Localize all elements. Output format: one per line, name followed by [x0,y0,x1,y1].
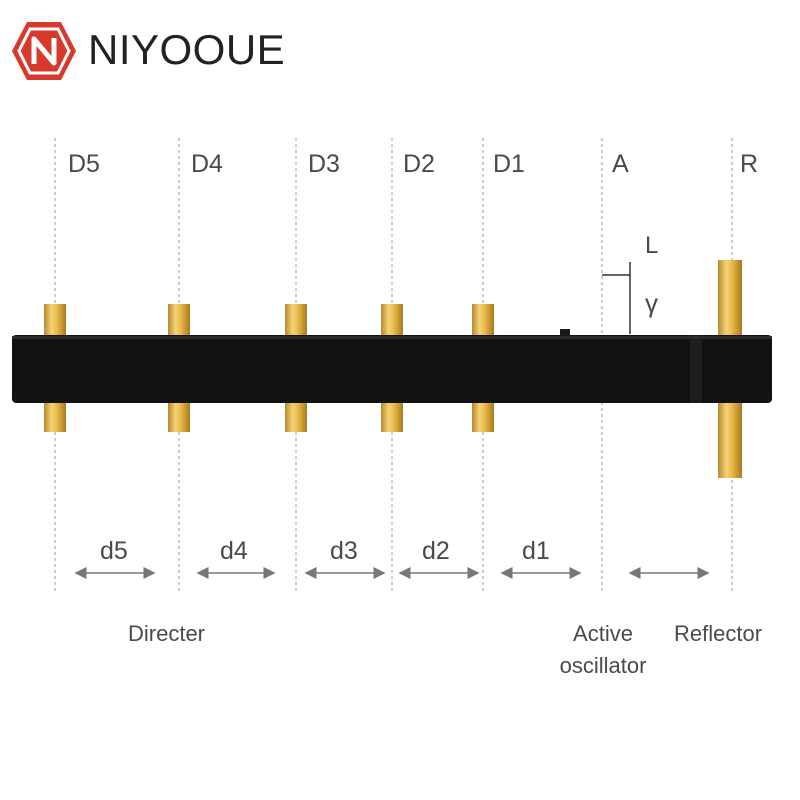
caption-director: Directer [128,621,206,646]
spacing-label-d1: d1 [522,537,550,565]
spacing-label-d5: d5 [100,537,128,565]
rod-d4-bottom [168,398,190,432]
active-element-bracket [602,262,631,334]
rod-d3-top [285,304,307,340]
boom-joint [690,335,702,403]
column-label-d4: D4 [191,150,223,178]
column-label-r: R [740,150,759,178]
rod-d3-bottom [285,398,307,432]
caption-reflector: Reflector [674,621,763,646]
boom [12,335,772,403]
rod-d2-top [381,304,403,340]
spacing-label-d2: d2 [422,537,450,565]
hexagon-n-logo-icon [12,22,76,80]
rod-d1-bottom [472,398,494,432]
spacing-label-d4: d4 [220,537,248,565]
column-label-a: A [612,150,629,178]
feed-point [560,329,570,336]
guide-lines [54,138,733,592]
rod-d1-top [472,304,494,340]
column-label-d2: D2 [403,150,435,178]
rod-d2-bottom [381,398,403,432]
gamma-mark: γ [645,288,658,318]
boom-highlight [12,336,772,339]
caption-active-oscillator: Active oscillator [559,621,647,678]
column-label-d3: D3 [308,150,340,178]
director-rods [44,304,494,432]
brand-header: NIYOOUE [0,0,800,100]
length-mark: L [645,232,659,259]
column-label-d1: D1 [493,150,525,178]
rod-d5-bottom [44,398,66,432]
column-label-d5: D5 [68,150,100,178]
rod-d4-top [168,304,190,340]
brand-name: NIYOOUE [88,26,286,73]
spacing-label-d3: d3 [330,537,358,565]
rod-d5-top [44,304,66,340]
